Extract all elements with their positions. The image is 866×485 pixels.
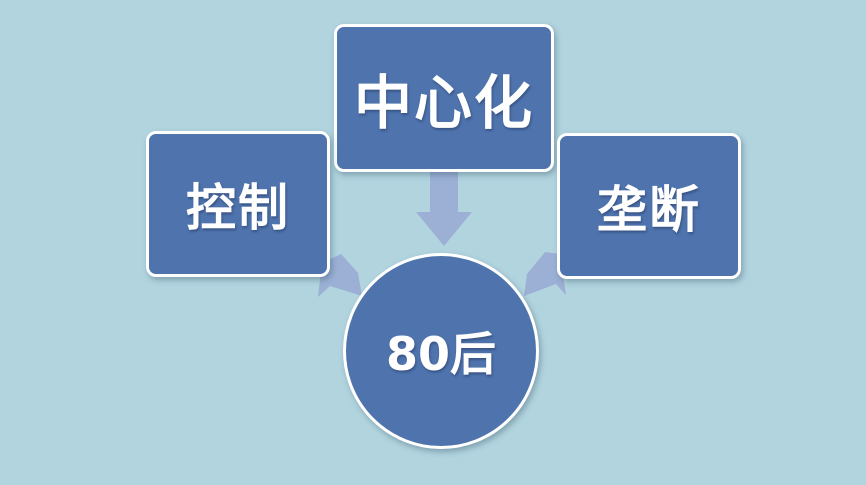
node-left-box: 控制 (146, 131, 330, 277)
node-center-circle: 80后 (343, 253, 539, 449)
node-top-box: 中心化 (334, 24, 554, 172)
node-left-label: 控制 (186, 179, 290, 237)
node-top-label: 中心化 (353, 69, 534, 137)
node-center-label: 80后 (385, 327, 496, 381)
node-right-box: 垄断 (557, 133, 741, 279)
arrow-right-to-center (524, 252, 566, 296)
arrow-top-to-center (416, 172, 472, 246)
node-right-label: 垄断 (597, 181, 701, 239)
